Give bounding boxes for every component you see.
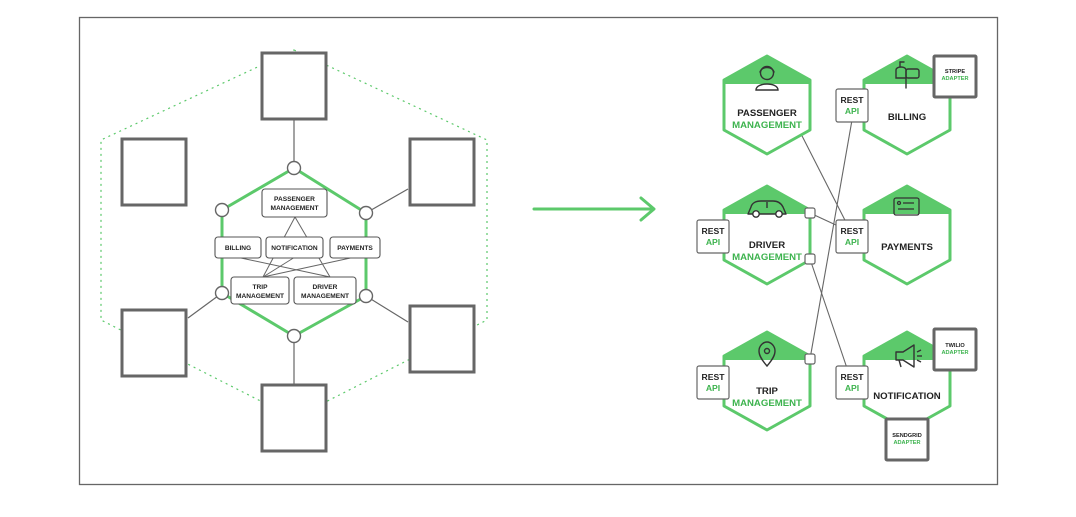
external-system-box xyxy=(120,308,188,378)
adapter-box-twilio xyxy=(932,327,978,372)
hexagon-cap xyxy=(724,186,810,214)
rest-label: REST xyxy=(841,372,865,382)
service-subtitle: MANAGEMENT xyxy=(732,252,802,263)
external-system-box xyxy=(260,51,328,121)
connection-line xyxy=(809,258,852,381)
api-label: API xyxy=(706,383,720,393)
rest-api-box xyxy=(835,219,869,254)
external-system-box xyxy=(408,304,476,374)
hexagon-cap xyxy=(724,332,810,360)
adapter-name: SENDGRID xyxy=(892,433,922,439)
rest-label: REST xyxy=(702,372,726,382)
module-label: BILLING xyxy=(225,245,251,252)
api-label: API xyxy=(845,383,859,393)
rest-api-box xyxy=(696,219,730,254)
monolith-architecture: PASSENGER MANAGEMENT BILLING NOTIFICATIO… xyxy=(100,49,488,453)
card-icon xyxy=(893,197,920,216)
rest-api-box xyxy=(835,88,869,123)
adapter-box-stripe xyxy=(932,54,978,99)
adapter-name: STRIPE xyxy=(945,69,965,75)
api-label: API xyxy=(845,237,859,247)
connector-line xyxy=(365,295,409,323)
rest-label: REST xyxy=(841,226,865,236)
module-box-driver-management xyxy=(293,276,357,305)
module-box-notification xyxy=(265,236,324,259)
external-system-box xyxy=(120,137,188,207)
module-label: MANAGEMENT xyxy=(301,293,349,300)
connector-line xyxy=(365,188,409,214)
rest-api-box xyxy=(696,365,730,400)
port-square xyxy=(804,207,816,219)
module-box-payments xyxy=(329,236,381,259)
service-name: NOTIFICATION xyxy=(873,391,941,402)
api-label: API xyxy=(845,106,859,116)
service-subtitle: MANAGEMENT xyxy=(732,120,802,131)
hexagon-cap xyxy=(864,186,950,214)
service-name: PAYMENTS xyxy=(881,242,933,253)
external-system-box xyxy=(408,137,476,207)
service-name: PASSENGER xyxy=(737,108,797,119)
microservices-architecture: PASSENGER MANAGEMENT BILLING DRIVER MANA… xyxy=(696,54,978,462)
person-icon xyxy=(755,65,779,91)
module-label: MANAGEMENT xyxy=(271,205,319,212)
module-label: PASSENGER xyxy=(274,196,315,203)
port-circle xyxy=(286,160,302,176)
module-box-billing xyxy=(214,236,262,259)
port-circle xyxy=(286,328,302,344)
rest-label: REST xyxy=(702,226,726,236)
port-circle xyxy=(358,288,374,304)
module-box-trip-management xyxy=(230,276,290,305)
module-label: TRIP xyxy=(252,284,268,291)
module-label: MANAGEMENT xyxy=(236,293,284,300)
adapter-name: TWILIO xyxy=(945,343,965,349)
connection-line xyxy=(796,125,852,233)
dependency-line xyxy=(262,256,356,278)
service-subtitle: MANAGEMENT xyxy=(732,398,802,409)
adapter-label: ADAPTER xyxy=(941,350,968,356)
megaphone-icon xyxy=(895,344,922,368)
port-circle xyxy=(214,285,230,301)
rest-label: REST xyxy=(841,95,865,105)
port-square xyxy=(804,353,816,365)
service-name: TRIP xyxy=(756,386,778,397)
rest-api-box xyxy=(835,365,869,400)
dependency-line xyxy=(262,256,296,278)
module-label: NOTIFICATION xyxy=(271,245,318,252)
transition-arrow xyxy=(532,196,656,222)
port-circle xyxy=(358,205,374,221)
hexagon-cap xyxy=(864,332,950,360)
module-label: DRIVER xyxy=(313,284,338,291)
port-square xyxy=(804,253,816,265)
port-circle xyxy=(214,202,230,218)
adapter-label: ADAPTER xyxy=(893,440,920,446)
location-pin-icon xyxy=(758,341,776,368)
mailbox-icon xyxy=(895,61,920,89)
module-box-passenger-management xyxy=(261,188,328,218)
api-label: API xyxy=(706,237,720,247)
car-icon xyxy=(747,200,787,218)
module-label: PAYMENTS xyxy=(337,245,373,252)
hexagon-cap xyxy=(724,56,810,84)
external-system-box xyxy=(260,383,328,453)
adapter-box-sendgrid xyxy=(884,417,930,462)
dependency-line xyxy=(240,257,331,278)
service-name: BILLING xyxy=(888,112,926,123)
adapter-label: ADAPTER xyxy=(941,76,968,82)
service-name: DRIVER xyxy=(749,240,785,251)
connection-line xyxy=(809,102,856,360)
